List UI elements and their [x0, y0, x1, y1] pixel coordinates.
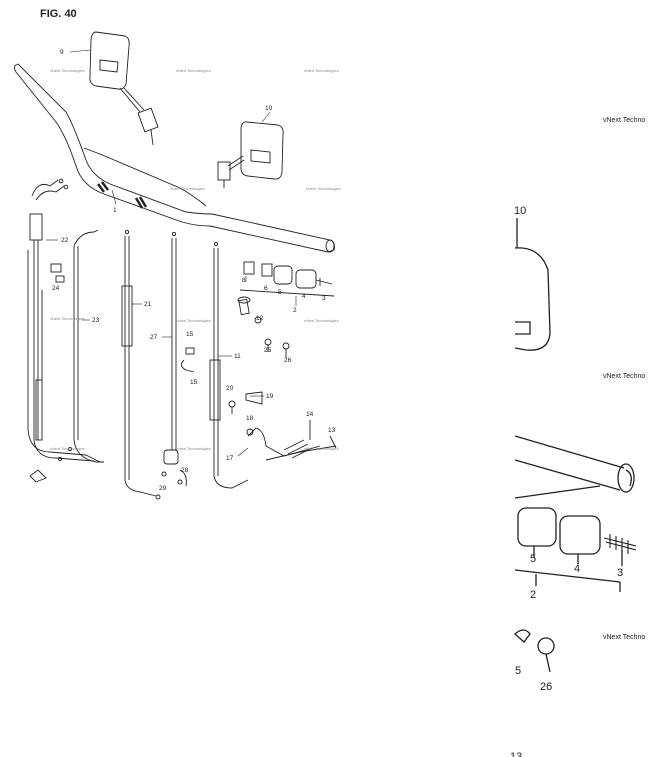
callout-4: 4 [574, 563, 580, 575]
watermark: vNext Technologies [304, 68, 339, 73]
fasteners [29, 275, 290, 485]
clutch-cable [121, 229, 161, 500]
watermark: vNext Technologies [304, 446, 339, 451]
callout-28: 28 [181, 467, 189, 474]
watermark: vNext Technologies [306, 186, 341, 191]
watermark: vNext Technologies [176, 68, 211, 73]
watermark: vNext Technologies [50, 68, 85, 73]
callout-2: 2 [530, 589, 536, 601]
watermark: vNext Technologies [176, 318, 211, 323]
callout-13: 13 [328, 427, 336, 434]
mirror-right [217, 121, 284, 188]
callout-10: 10 [265, 105, 273, 112]
callout-20: 20 [226, 385, 234, 392]
callout-27: 27 [150, 334, 158, 341]
watermark: vNext Technologies [176, 446, 211, 451]
magnified-detail: vNext Techno vNext Techno vNext Techno 1… [510, 117, 645, 757]
callout-26: 26 [540, 681, 552, 693]
callout-25: 25 [264, 347, 272, 354]
watermark: vNext Technologies [304, 318, 339, 323]
throttle-cables [27, 178, 104, 463]
callout-13: 13 [510, 751, 522, 757]
callout-5: 5 [530, 553, 536, 565]
switch-and-lever [181, 296, 337, 461]
mirror-detail [514, 218, 551, 351]
callout-3: 3 [322, 295, 326, 302]
callout-12: 12 [256, 315, 264, 322]
grips-detail [514, 507, 637, 592]
callout-8: 8 [242, 277, 246, 284]
watermark: vNext Techno [603, 373, 645, 380]
callout-26: 26 [284, 357, 292, 364]
callout-14: 14 [306, 411, 314, 418]
callout-10: 10 [514, 205, 526, 217]
watermark: vNext Technologies [170, 186, 205, 191]
watermark: vNext Technologies [50, 446, 85, 451]
speedometer-cable [163, 231, 187, 487]
callout-6: 6 [264, 285, 268, 292]
callout-1: 1 [113, 207, 117, 214]
callout-4: 4 [302, 293, 306, 300]
callout-24: 24 [52, 285, 60, 292]
watermark: vNext Techno [603, 117, 645, 124]
handlebar-detail [514, 435, 635, 499]
fasteners-detail [514, 629, 555, 673]
callout-23: 23 [92, 317, 100, 324]
callout-2: 2 [293, 307, 297, 314]
callout-22: 22 [61, 237, 69, 244]
callout-3: 3 [617, 567, 623, 579]
callout-15: 15 [190, 379, 198, 386]
callout-5: 5 [515, 665, 521, 677]
callout-15: 15 [186, 331, 194, 338]
handlebar [13, 63, 335, 253]
callout-11: 11 [234, 353, 241, 360]
watermark: vNext Techno [603, 634, 645, 641]
callout-29: 29 [159, 485, 167, 492]
callout-9: 9 [60, 49, 64, 56]
exploded-diagram: vNext Technologies vNext Technologies vN… [13, 31, 341, 500]
watermark: vNext Technologies [50, 316, 85, 321]
callout-21: 21 [144, 301, 152, 308]
mirror-left [89, 31, 159, 146]
brake-cable [209, 241, 249, 489]
callout-18: 18 [246, 415, 254, 422]
callout-19: 19 [266, 393, 274, 400]
figure-title: FIG. 40 [40, 8, 77, 20]
callout-5: 5 [278, 289, 282, 296]
grip-assembly [239, 261, 335, 297]
callout-17: 17 [226, 455, 234, 462]
